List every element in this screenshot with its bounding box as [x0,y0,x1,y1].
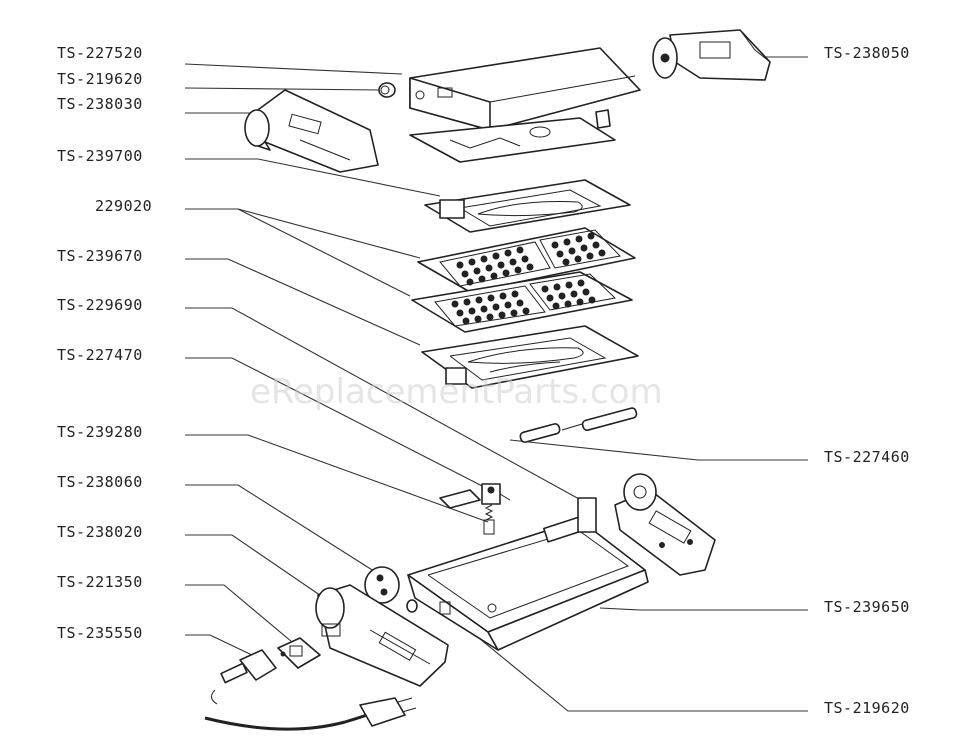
label-ts-219620-bottom: TS-219620 [824,699,910,717]
label-ts-238020: TS-238020 [57,523,143,541]
part-spring [483,504,495,535]
part-hinge-handle-right [652,29,771,81]
part-hinge-lower-right [614,473,716,576]
label-ts-239280: TS-239280 [57,423,143,441]
part-upper-heater [424,179,631,233]
label-ts-238060: TS-238060 [57,473,143,491]
label-ts-227460: TS-227460 [824,448,910,466]
label-ts-221350: TS-221350 [57,573,143,591]
part-knob-top [378,82,396,98]
part-base-tray [406,497,649,651]
label-ts-238050: TS-238050 [824,44,910,62]
part-power-cord [204,649,417,731]
label-ts-239700: TS-239700 [57,147,143,165]
part-insulation-sheet [409,117,616,163]
label-ts-239650: TS-239650 [824,598,910,616]
label-ts-227520: TS-227520 [57,44,143,62]
part-power-socket [277,637,321,669]
leader-lines [184,56,808,712]
part-waffle-plate-upper [417,227,636,293]
label-ts-239670: TS-239670 [57,247,143,265]
part-connector-pins [519,407,638,443]
label-ts-229690: TS-229690 [57,296,143,314]
part-lower-heater [421,325,639,389]
part-top-housing [409,47,641,131]
part-dial-knob [364,566,400,604]
label-ts-238030: TS-238030 [57,95,143,113]
watermark: eReplacementParts.com [250,372,663,412]
part-hinge-lower-left [315,584,449,687]
part-waffle-plate-lower [411,271,633,333]
label-ts-235550: TS-235550 [57,624,143,642]
label-ts-219620-top: TS-219620 [57,70,143,88]
part-hinge-handle-top [244,89,379,173]
label-229020: 229020 [95,197,152,215]
label-ts-227470: TS-227470 [57,346,143,364]
part-thermostat-switch [439,483,511,509]
